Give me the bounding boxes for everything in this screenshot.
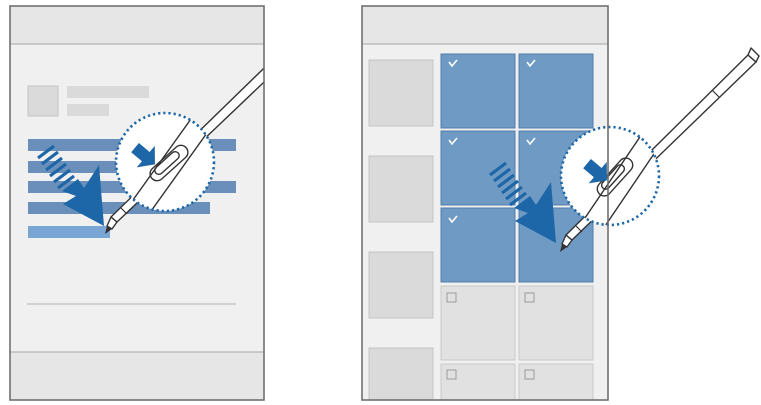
right-device [362, 6, 759, 404]
placeholder-heading-line [67, 86, 149, 98]
side-thumbnail [369, 252, 433, 318]
grid-tile-unselected[interactable] [441, 286, 515, 360]
right-header-bar [362, 6, 608, 44]
side-thumbnail [369, 156, 433, 222]
side-thumbnail [369, 60, 433, 126]
placeholder-subheading-line [67, 104, 109, 116]
side-thumbnail [369, 348, 433, 400]
left-footer-bar [10, 352, 264, 400]
grid-tile-selected[interactable] [441, 208, 515, 282]
highlighted-text-line [28, 226, 110, 238]
placeholder-thumbnail-icon [28, 86, 58, 116]
grid-tile-selected[interactable] [441, 131, 515, 205]
left-header-bar [10, 6, 264, 44]
grid-tile-unselected[interactable] [519, 286, 593, 360]
